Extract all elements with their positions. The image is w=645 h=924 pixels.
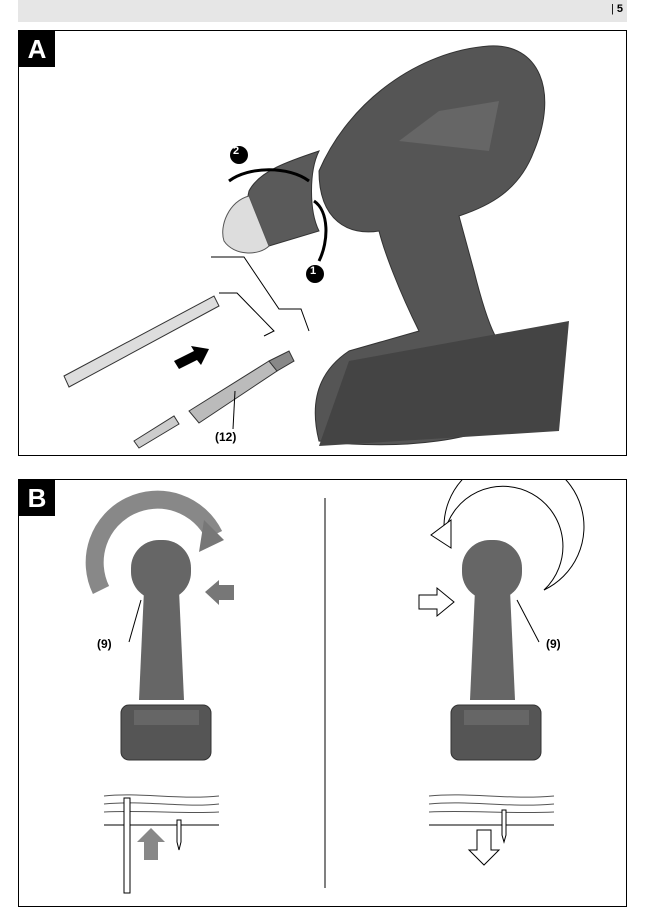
insert-arrow bbox=[174, 346, 209, 369]
right-down-arrow bbox=[467, 829, 501, 866]
part-label-12: (12) bbox=[215, 430, 237, 444]
drill-bit bbox=[63, 295, 220, 388]
figure-a-panel: A bbox=[18, 30, 627, 456]
bit-holder bbox=[133, 350, 295, 449]
step-2-marker bbox=[230, 146, 248, 164]
left-up-arrow bbox=[137, 828, 165, 860]
bracket-lines bbox=[211, 256, 310, 337]
step-1-marker bbox=[306, 265, 324, 283]
left-part-label-9: (9) bbox=[97, 637, 112, 651]
figure-b-illustration bbox=[85, 480, 585, 894]
left-drill-bit bbox=[123, 797, 131, 894]
right-drill-illustration bbox=[418, 480, 585, 761]
page-number: |5 bbox=[611, 3, 623, 15]
right-part-label-9: (9) bbox=[546, 637, 561, 651]
figure-b-panel: B bbox=[18, 479, 627, 907]
figure-a-illustration bbox=[63, 45, 569, 449]
left-drill-illustration bbox=[85, 490, 234, 761]
left-wood bbox=[103, 794, 220, 826]
page-number-separator: | bbox=[611, 3, 614, 15]
right-wood bbox=[428, 794, 555, 826]
right-screw bbox=[501, 809, 507, 844]
page-number-value: 5 bbox=[616, 3, 623, 15]
rotation-arrows bbox=[228, 168, 328, 262]
figure-a-badge: A bbox=[19, 31, 55, 67]
figure-b-badge: B bbox=[19, 480, 55, 516]
left-screw bbox=[176, 819, 182, 851]
step-1-label: 1 bbox=[310, 265, 317, 277]
drill-illustration bbox=[222, 45, 569, 446]
header-bar: |5 bbox=[18, 0, 627, 22]
step-2-label: 2 bbox=[233, 145, 240, 157]
